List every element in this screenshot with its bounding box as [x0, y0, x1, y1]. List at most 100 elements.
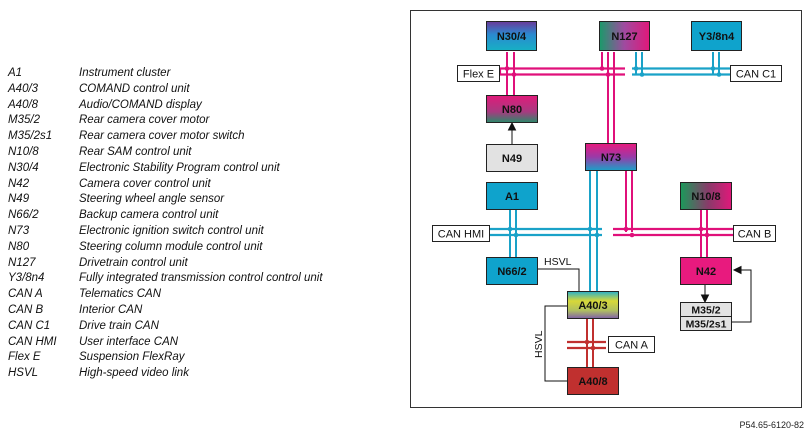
- svg-text:Flex E: Flex E: [463, 69, 494, 81]
- legend-code: N73: [8, 224, 30, 237]
- svg-text:A1: A1: [505, 191, 519, 203]
- node-n49: N49: [486, 144, 538, 172]
- node-m35-2: M35/2 M35/2s1: [680, 302, 732, 331]
- diagram-frame: [410, 10, 802, 408]
- legend-item: N80 Steering column module control unit: [8, 240, 323, 256]
- legend-code: CAN B: [8, 303, 44, 316]
- legend-code: N80: [8, 240, 30, 253]
- svg-text:M35/2: M35/2: [691, 305, 720, 317]
- legend-code: A40/3: [8, 82, 39, 95]
- legend-code: N30/4: [8, 161, 39, 174]
- svg-text:M35/2s1: M35/2s1: [686, 319, 727, 331]
- svg-text:CAN HMI: CAN HMI: [438, 229, 484, 241]
- legend-code: N66/2: [8, 209, 39, 222]
- legend-description: Electronic Stability Program control uni…: [79, 161, 280, 174]
- node-n66-2: N66/2: [486, 257, 538, 285]
- legend-code: N42: [8, 177, 30, 190]
- legend-description: Drivetrain control unit: [79, 256, 188, 269]
- legend-code: N127: [8, 256, 36, 269]
- bus-links: [506, 52, 720, 368]
- svg-text:A40/8: A40/8: [578, 376, 607, 388]
- legend-item: M35/2 Rear camera cover motor: [8, 113, 323, 129]
- can-c1-label: CAN C1: [730, 65, 782, 82]
- svg-text:N10/8: N10/8: [691, 191, 720, 203]
- legend-code: CAN A: [8, 288, 43, 301]
- signal-arrows: [507, 121, 752, 323]
- node-a40-8: A40/8: [567, 367, 619, 395]
- legend-description: Audio/COMAND display: [79, 98, 202, 111]
- legend-item: M35/2s1 Rear camera cover motor switch: [8, 129, 323, 145]
- can-hmi-label: CAN HMI: [432, 225, 490, 242]
- node-n127: N127: [599, 21, 650, 51]
- legend-item: CAN B Interior CAN: [8, 303, 323, 319]
- hsvl-links: [530, 268, 580, 382]
- legend-code: Y3/8n4: [8, 272, 45, 285]
- legend-description: Fully integrated transmission control co…: [79, 272, 323, 285]
- svg-text:N30/4: N30/4: [497, 31, 527, 43]
- hsvl-side-label: HSVL: [533, 330, 545, 358]
- junction-dots: [504, 66, 722, 351]
- legend-code: M35/2: [8, 114, 40, 127]
- svg-text:N73: N73: [601, 152, 621, 164]
- flex-e-label: Flex E: [457, 65, 500, 82]
- legend-item: N49 Steering wheel angle sensor: [8, 192, 323, 208]
- legend-code: CAN C1: [8, 319, 51, 332]
- svg-text:CAN A: CAN A: [615, 340, 649, 352]
- legend-item: N42 Camera cover control unit: [8, 177, 323, 193]
- legend-description: Camera cover control unit: [79, 177, 211, 190]
- svg-text:Y3/8n4: Y3/8n4: [699, 31, 735, 43]
- legend-code: HSVL: [8, 367, 39, 380]
- legend-item: N127 Drivetrain control unit: [8, 256, 323, 272]
- svg-text:N49: N49: [502, 153, 522, 165]
- figure-reference: P54.65-6120-82: [739, 420, 804, 430]
- legend-description: Rear camera cover motor: [79, 114, 210, 127]
- legend-description: Interior CAN: [79, 303, 143, 316]
- legend-code: M35/2s1: [8, 130, 53, 143]
- legend-item: Flex E Suspension FlexRay: [8, 350, 323, 366]
- legend-description: Steering column module control unit: [79, 240, 263, 253]
- can-b-label: CAN B: [733, 225, 776, 242]
- node-n30-4: N30/4: [486, 21, 537, 51]
- can-c1-bus: [632, 67, 730, 76]
- legend-code: N49: [8, 193, 30, 206]
- legend-item: N66/2 Backup camera control unit: [8, 208, 323, 224]
- legend-description: Suspension FlexRay: [79, 351, 185, 364]
- legend-item: CAN A Telematics CAN: [8, 287, 323, 303]
- node-n42: N42: [680, 257, 732, 285]
- can-hmi-bus: [490, 227, 602, 237]
- svg-text:A40/3: A40/3: [578, 300, 607, 312]
- legend-item: N73 Electronic ignition switch control un…: [8, 224, 323, 240]
- legend-item: N30/4 Electronic Stability Program contro…: [8, 161, 323, 177]
- legend-description: Backup camera control unit: [79, 209, 219, 222]
- legend-description: COMAND control unit: [79, 82, 190, 95]
- legend-code: A1: [8, 67, 23, 79]
- legend-code: N10/8: [8, 145, 39, 158]
- node-n73: N73: [585, 143, 637, 171]
- legend-description: Electronic ignition switch control unit: [79, 224, 264, 237]
- legend-description: Telematics CAN: [79, 288, 162, 301]
- legend-item: A40/8 Audio/COMAND display: [8, 98, 323, 114]
- node-n80: N80: [486, 95, 538, 123]
- svg-text:CAN C1: CAN C1: [736, 69, 776, 81]
- legend-item: A1 Instrument cluster: [8, 66, 323, 82]
- can-a-label: CAN A: [608, 336, 655, 353]
- legend-code: CAN HMI: [8, 335, 57, 348]
- svg-text:N66/2: N66/2: [497, 266, 526, 278]
- hsvl-top-label: HSVL: [544, 256, 572, 268]
- legend-code: Flex E: [8, 351, 41, 364]
- node-a1: A1: [486, 182, 538, 210]
- legend-item: A40/3 COMAND control unit: [8, 82, 323, 98]
- svg-text:N127: N127: [611, 31, 637, 43]
- legend-item: Y3/8n4 Fully integrated transmission cont…: [8, 271, 323, 287]
- legend-description: Steering wheel angle sensor: [79, 193, 225, 206]
- node-y3-8n4: Y3/8n4: [691, 21, 742, 51]
- legend-description: Rear camera cover motor switch: [79, 130, 245, 143]
- legend-code: A40/8: [8, 98, 39, 111]
- svg-text:N80: N80: [502, 104, 522, 116]
- legend-description: Instrument cluster: [79, 67, 171, 79]
